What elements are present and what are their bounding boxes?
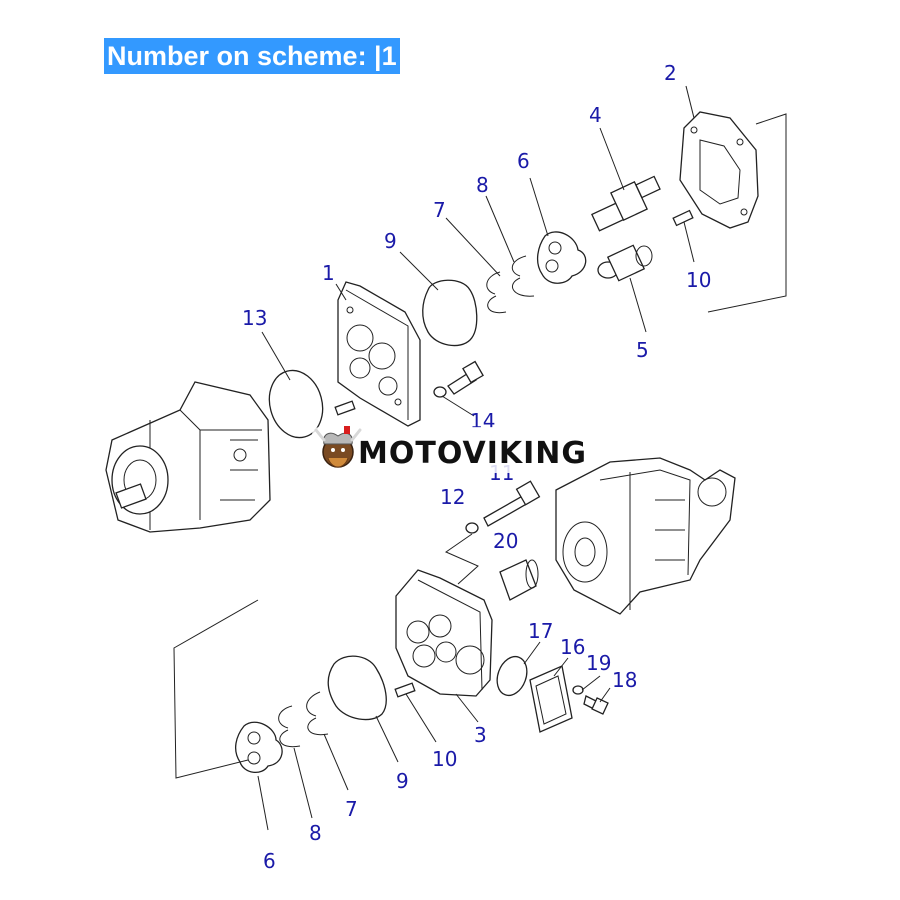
pin-10-bottom [394, 682, 416, 698]
watermark-text: MOTOVIKING [358, 436, 587, 471]
callout-8-top: 8 [476, 173, 489, 197]
clip-8-top [511, 255, 535, 297]
callout-5: 5 [636, 338, 649, 362]
clip-7-bottom [306, 691, 329, 736]
callout-10-bottom: 10 [432, 747, 457, 771]
gasket-9-top [422, 279, 478, 347]
dashed-link-line [444, 533, 479, 585]
clip-8-bottom [278, 705, 301, 748]
callout-16: 16 [560, 635, 585, 659]
flange-housing-2 [679, 111, 759, 229]
callout-6-bottom: 6 [263, 849, 276, 873]
driven-gear-5 [597, 244, 653, 282]
seal-ring-13 [268, 369, 324, 439]
bracket-line-right-top [707, 113, 787, 313]
motoviking-watermark: MOTOVIKING [312, 426, 587, 473]
callout-18: 18 [612, 668, 637, 692]
bearing-20 [499, 559, 539, 601]
plate-6-top [536, 231, 587, 284]
callout-10-top: 10 [686, 268, 711, 292]
pin-near-part-1 [334, 400, 356, 416]
plate-6-bottom [234, 721, 283, 773]
bolt-18 [583, 695, 609, 715]
callout-13: 13 [242, 306, 267, 330]
gasket-9-bottom [327, 655, 387, 721]
callout-20: 20 [493, 529, 518, 553]
bolt-14 [433, 360, 484, 398]
callout-9-top: 9 [384, 229, 397, 253]
callout-12: 12 [440, 485, 465, 509]
scheme-number-title: Number on scheme: |1 [104, 38, 400, 74]
right-pump-assembly [555, 457, 736, 615]
callout-7-top: 7 [433, 198, 446, 222]
cover-plate-16 [529, 665, 573, 733]
left-pump-assembly [105, 381, 271, 533]
drive-shaft-gear-4 [591, 175, 661, 232]
lower-housing-3 [395, 569, 493, 697]
clip-7-top [486, 271, 507, 314]
callout-9-bottom: 9 [396, 769, 409, 793]
callout-17: 17 [528, 619, 553, 643]
callout-8-bottom: 8 [309, 821, 322, 845]
callout-7-bottom: 7 [345, 797, 358, 821]
bracket-line-left-bottom [173, 599, 259, 779]
callout-3: 3 [474, 723, 487, 747]
leader-lines [257, 85, 695, 831]
pin-10-top [672, 209, 694, 227]
callout-2: 2 [664, 61, 677, 85]
o-ring-17 [496, 655, 528, 697]
body-plate-1 [337, 281, 421, 427]
callout-1: 1 [322, 261, 335, 285]
callout-6-top: 6 [517, 149, 530, 173]
callout-19: 19 [586, 651, 611, 675]
bolt-11 [483, 480, 541, 527]
callout-4: 4 [589, 103, 602, 127]
washer-19 [572, 685, 584, 695]
washer-12 [465, 522, 479, 534]
viking-mascot-icon [314, 426, 362, 468]
